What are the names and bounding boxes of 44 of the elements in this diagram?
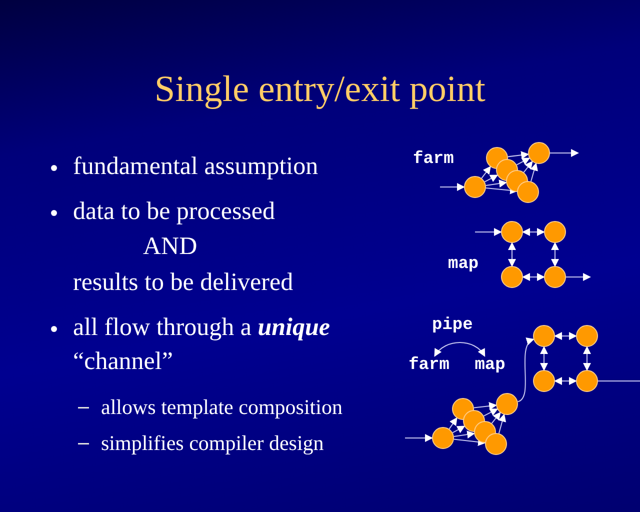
arrow bbox=[491, 412, 501, 424]
arrow bbox=[554, 377, 577, 385]
arrow bbox=[473, 402, 498, 410]
arrow bbox=[440, 183, 465, 191]
arrow bbox=[484, 174, 498, 182]
arrow bbox=[566, 273, 591, 281]
arrow bbox=[485, 180, 508, 188]
arrow bbox=[507, 151, 530, 160]
bullet-text: fundamental assumption bbox=[73, 152, 318, 182]
arrow bbox=[517, 338, 534, 402]
arrow bbox=[523, 160, 533, 173]
sub-bullet-text: allows template composition bbox=[101, 394, 342, 421]
arrow bbox=[474, 228, 502, 236]
bullet-text: all flow through a unique “channel” bbox=[73, 313, 331, 377]
arrow bbox=[498, 414, 506, 434]
arrow bbox=[583, 346, 591, 371]
pattern-label: farm bbox=[402, 356, 456, 376]
arrow bbox=[453, 438, 486, 446]
pattern-label: map bbox=[468, 356, 512, 376]
pattern-label: map bbox=[448, 255, 479, 275]
arrow bbox=[530, 162, 538, 182]
arrow bbox=[452, 426, 466, 434]
arrow bbox=[516, 158, 530, 166]
slide-title: Single entry/exit point bbox=[154, 68, 486, 111]
arrow bbox=[554, 332, 577, 340]
bullet-text: AND bbox=[143, 232, 198, 262]
pattern-label: pipe bbox=[432, 316, 473, 336]
arrow bbox=[540, 346, 548, 371]
arrow bbox=[522, 273, 545, 281]
sub-bullet-text: simplifies compiler design bbox=[101, 430, 324, 457]
pattern-label: farm bbox=[413, 150, 454, 170]
arrow bbox=[434, 342, 486, 357]
arrow bbox=[522, 228, 545, 236]
arrow bbox=[483, 408, 498, 416]
arrow bbox=[453, 430, 476, 438]
connector-line bbox=[598, 380, 640, 382]
arrow bbox=[550, 149, 579, 157]
arrow bbox=[551, 242, 559, 267]
arrow bbox=[404, 434, 433, 442]
arrow bbox=[508, 242, 516, 267]
bullet-text: data to be processed bbox=[73, 197, 276, 227]
arrow bbox=[481, 166, 491, 179]
bullet-text: results to be delivered bbox=[73, 268, 294, 298]
arrow bbox=[448, 417, 458, 430]
